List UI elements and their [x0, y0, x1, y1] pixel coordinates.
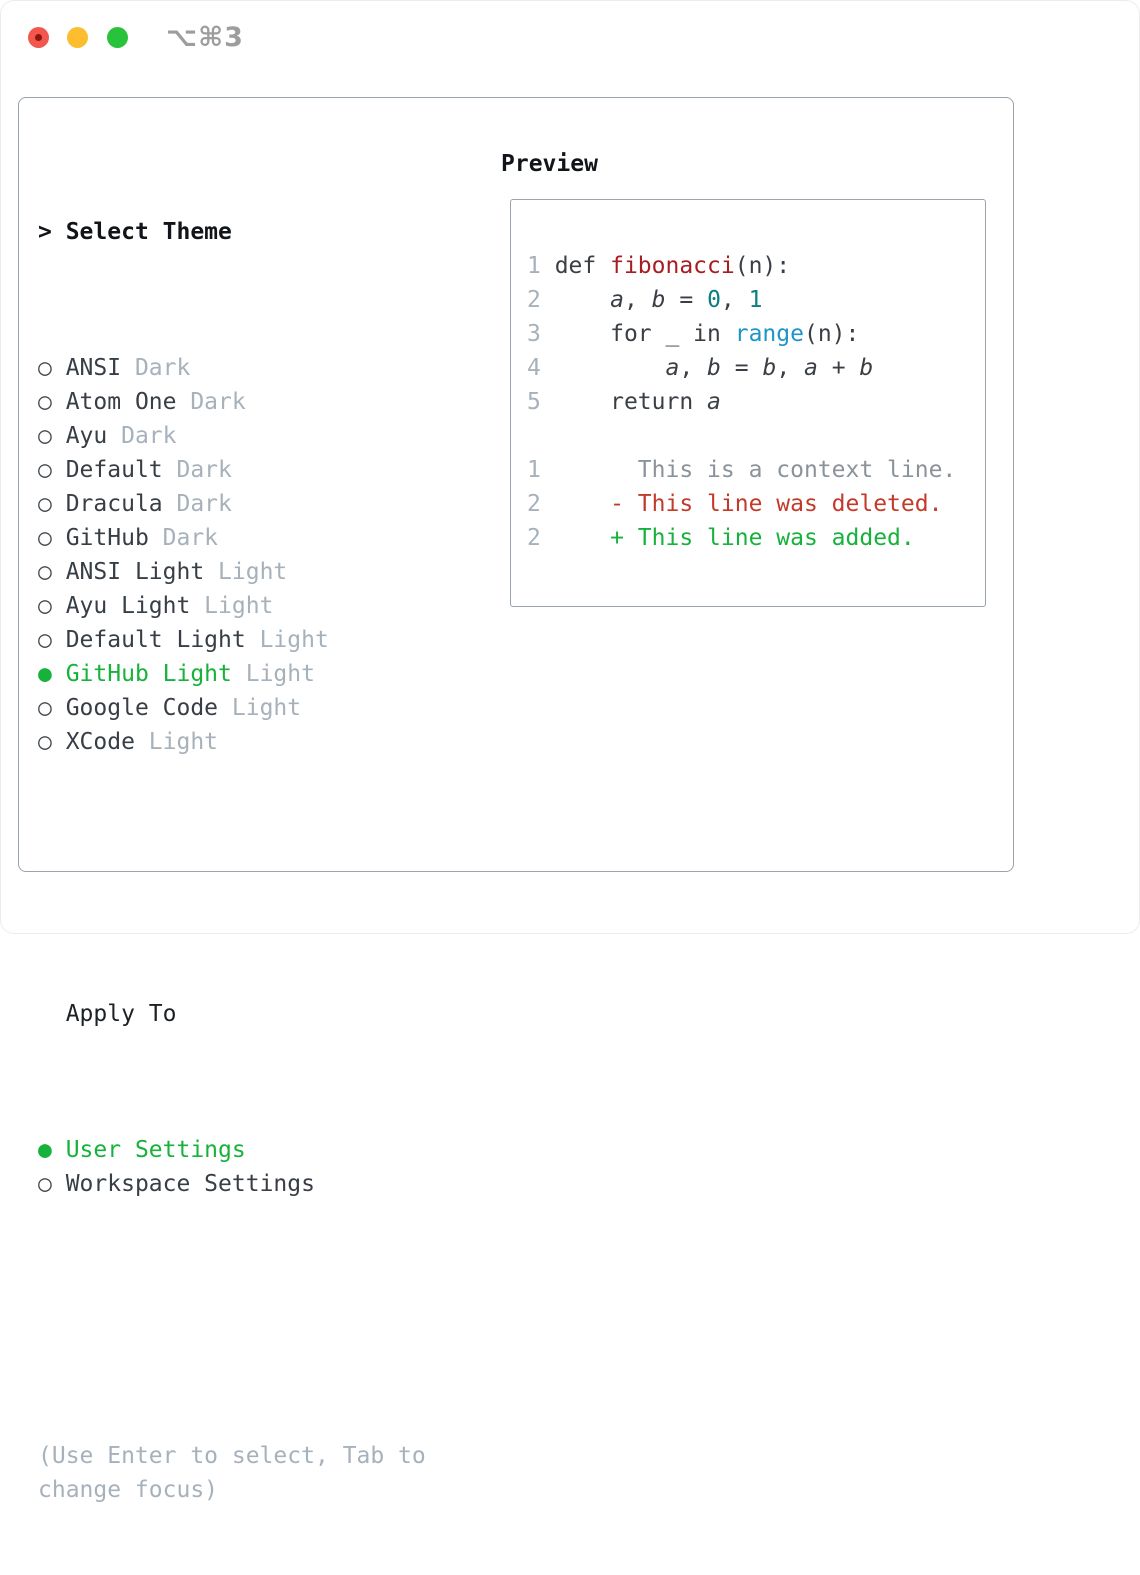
spacer	[38, 1303, 426, 1337]
radio-unselected-icon: ○	[38, 1171, 52, 1197]
radio-selected-icon: ●	[38, 1137, 52, 1163]
diff-text: This is a context line.	[554, 457, 957, 483]
radio-unselected-icon: ○	[38, 593, 52, 619]
theme-option-dracula[interactable]: ○ Dracula Dark	[38, 487, 426, 521]
theme-option-ayu[interactable]: ○ Ayu Dark	[38, 419, 426, 453]
code-line: 4 a, b = b, a + b	[527, 355, 874, 381]
apply-options: ● User Settings ○ Workspace Settings	[38, 1133, 426, 1201]
theme-variant: Dark	[162, 525, 219, 551]
theme-variant: Light	[259, 627, 329, 653]
radio-unselected-icon: ○	[38, 695, 52, 721]
preview-header: Preview	[501, 151, 598, 177]
line-number: 5	[527, 389, 541, 415]
theme-option-github[interactable]: ○ GitHub Dark	[38, 521, 426, 555]
diff-line-added: 2 + This line was added.	[527, 521, 956, 555]
apply-to-header: Apply To	[65, 1001, 177, 1027]
theme-name: GitHub Light	[65, 661, 232, 687]
hint-text: (Use Enter to select, Tab to change focus…	[38, 1439, 426, 1507]
theme-variant: Light	[245, 661, 315, 687]
theme-name: Ayu	[65, 423, 108, 449]
theme-variant: Dark	[176, 457, 232, 483]
theme-name: GitHub	[65, 525, 149, 551]
spacer	[38, 861, 426, 895]
theme-variant: Dark	[190, 389, 246, 415]
theme-variant: Light	[148, 729, 219, 755]
theme-option-github-light[interactable]: ● GitHub Light Light	[38, 657, 426, 691]
radio-unselected-icon: ○	[38, 525, 52, 551]
diff-text: + This line was added.	[554, 525, 915, 551]
theme-variant: Light	[204, 593, 274, 619]
radio-unselected-icon: ○	[38, 355, 52, 381]
line-number: 2	[527, 491, 541, 517]
theme-option-default-light[interactable]: ○ Default Light Light	[38, 623, 426, 657]
theme-name: Dracula	[65, 491, 163, 517]
code-line: 5 return a	[527, 389, 721, 415]
theme-name: Google Code	[65, 695, 219, 721]
diff-line-deleted: 2 - This line was deleted.	[527, 487, 956, 521]
theme-option-default[interactable]: ○ Default Dark	[38, 453, 426, 487]
theme-name: Ayu Light	[65, 593, 191, 619]
prompt-arrow-icon: >	[38, 219, 52, 245]
theme-name: ANSI	[65, 355, 122, 381]
line-number: 3	[527, 321, 541, 347]
apply-option-workspace-settings[interactable]: ○ Workspace Settings	[38, 1167, 426, 1201]
theme-option-ansi[interactable]: ○ ANSI Dark	[38, 351, 426, 385]
radio-unselected-icon: ○	[38, 389, 52, 415]
theme-option-ansi-light[interactable]: ○ ANSI Light Light	[38, 555, 426, 589]
theme-name: Atom One	[65, 389, 177, 415]
keyboard-shortcut-label: ⌥⌘3	[166, 22, 244, 53]
radio-unselected-icon: ○	[38, 491, 52, 517]
hint-line: (Use Enter to select, Tab to	[38, 1443, 426, 1469]
close-button[interactable]	[28, 27, 49, 48]
theme-name: XCode	[65, 729, 135, 755]
theme-variant: Light	[218, 559, 288, 585]
radio-selected-icon: ●	[38, 661, 52, 687]
code-line: 2 a, b = 0, 1	[527, 287, 763, 313]
zoom-button[interactable]	[107, 27, 128, 48]
line-number: 4	[527, 355, 541, 381]
line-number: 1	[527, 253, 541, 279]
theme-option-ayu-light[interactable]: ○ Ayu Light Light	[38, 589, 426, 623]
close-dot-icon	[35, 34, 42, 41]
theme-name: Default Light	[65, 627, 246, 653]
line-number: 2	[527, 287, 541, 313]
line-number: 2	[527, 525, 541, 551]
diff-text: - This line was deleted.	[554, 491, 943, 517]
minimize-button[interactable]	[67, 27, 88, 48]
theme-name: Default	[65, 457, 163, 483]
select-theme-header: > Select Theme	[38, 215, 426, 249]
theme-variant: Dark	[121, 423, 177, 449]
theme-option-atom-one[interactable]: ○ Atom One Dark	[38, 385, 426, 419]
apply-option-label: User Settings	[65, 1137, 246, 1163]
radio-unselected-icon: ○	[38, 627, 52, 653]
theme-name: ANSI Light	[65, 559, 205, 585]
theme-option-xcode[interactable]: ○ XCode Light	[38, 725, 426, 759]
spacer	[527, 419, 956, 453]
diff-line-context: 1 This is a context line.	[527, 453, 956, 487]
hint-line: change focus)	[38, 1477, 219, 1503]
theme-variant: Light	[231, 695, 302, 721]
code-line: 3 for _ in range(n):	[527, 321, 860, 347]
radio-unselected-icon: ○	[38, 423, 52, 449]
apply-option-label: Workspace Settings	[65, 1171, 315, 1197]
line-number: 1	[527, 457, 541, 483]
apply-option-user-settings[interactable]: ● User Settings	[38, 1133, 426, 1167]
theme-variant: Dark	[176, 491, 232, 517]
radio-unselected-icon: ○	[38, 559, 52, 585]
radio-unselected-icon: ○	[38, 457, 52, 483]
radio-unselected-icon: ○	[38, 729, 52, 755]
select-theme-title: Select Theme	[65, 219, 232, 245]
theme-option-google-code[interactable]: ○ Google Code Light	[38, 691, 426, 725]
theme-variant: Dark	[134, 355, 191, 381]
